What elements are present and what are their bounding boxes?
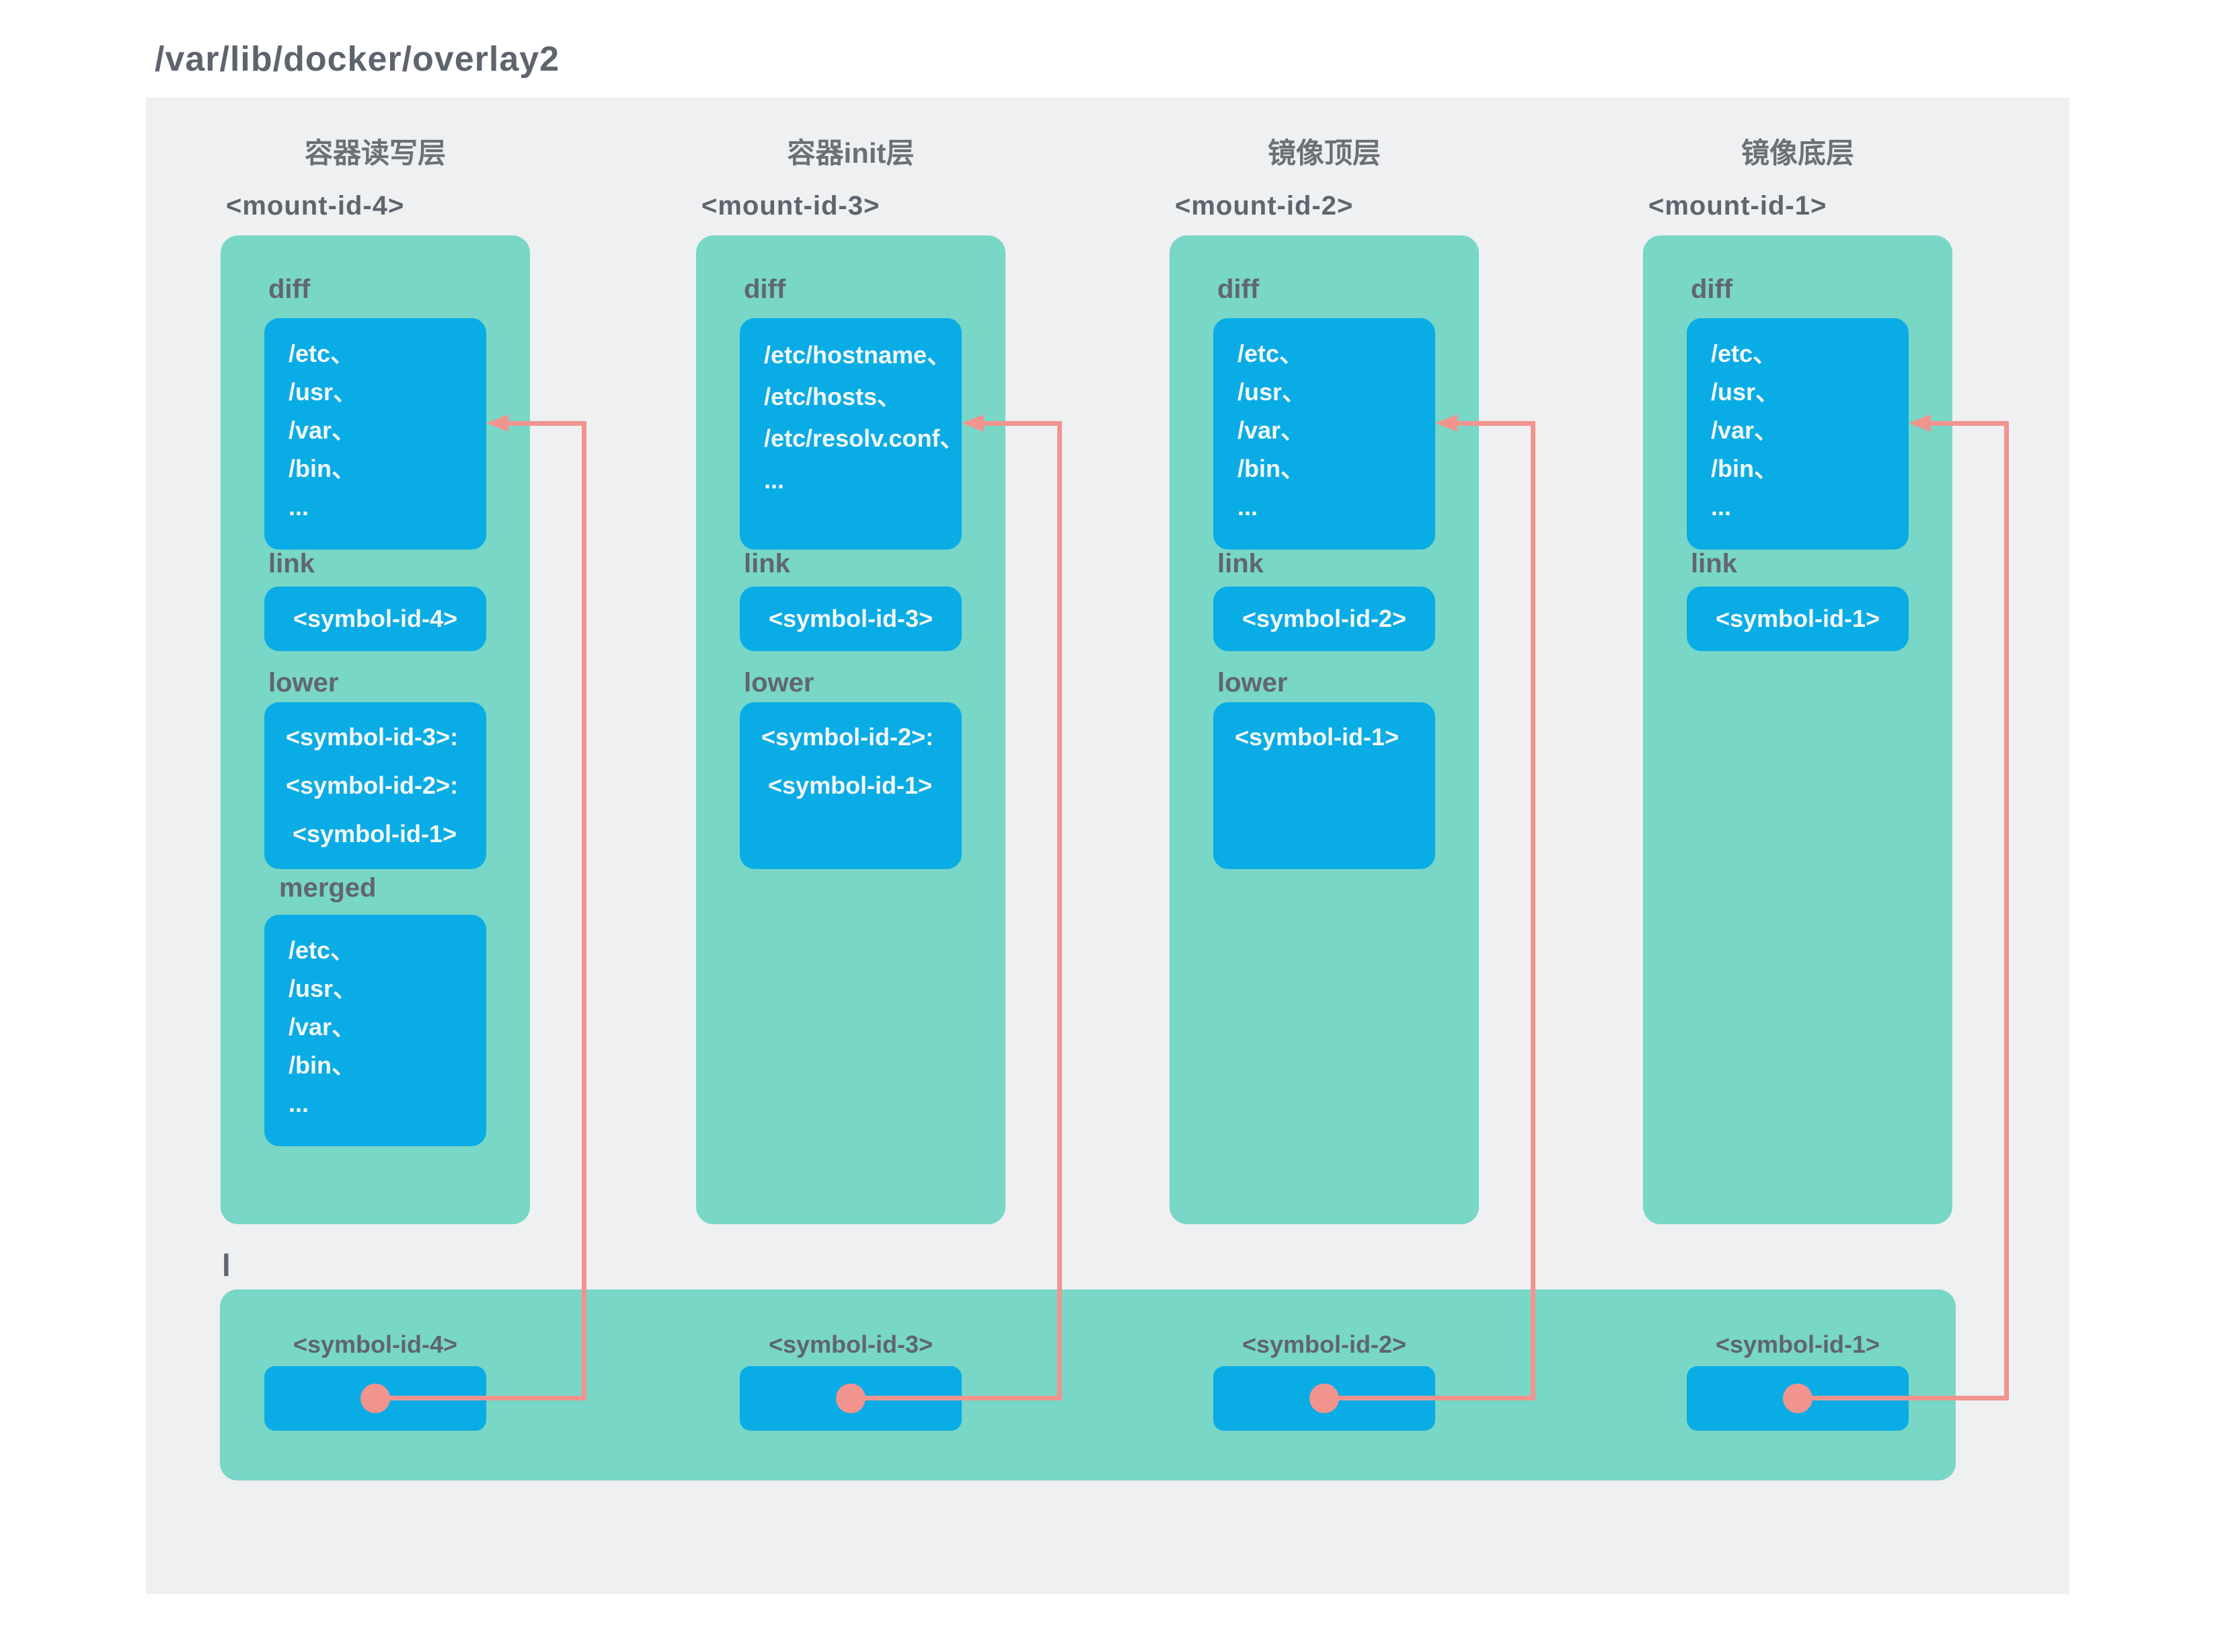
lower-entry: <symbol-id-1> xyxy=(286,820,457,848)
lower-section-label: lower xyxy=(268,668,339,698)
lower-entry: <symbol-id-2>: xyxy=(286,772,459,799)
connector-vertical-3 xyxy=(1057,421,1062,1400)
column-header-init-layer: 容器init层 xyxy=(787,137,915,169)
link-value: <symbol-id-4> xyxy=(293,605,458,632)
lower-entry: <symbol-id-1> xyxy=(761,772,933,799)
diff-entry: /usr、 xyxy=(289,378,358,406)
symlink-label: <symbol-id-2> xyxy=(1242,1330,1407,1358)
connector-top-4 xyxy=(506,421,586,426)
diff-entry: ... xyxy=(289,493,309,521)
connector-vertical-2 xyxy=(1531,421,1535,1400)
mount-id-label: <mount-id-2> xyxy=(1175,191,1354,221)
diff-entry: /usr、 xyxy=(1711,378,1780,406)
connector-bottom-4 xyxy=(375,1396,586,1400)
link-section-label: link xyxy=(268,549,315,578)
link-section-label: link xyxy=(1691,549,1737,578)
symlink-label: <symbol-id-3> xyxy=(768,1330,933,1358)
merged-entry: /bin、 xyxy=(289,1051,356,1079)
arrow-head-to-diff-1 xyxy=(1909,414,1931,432)
connector-vertical-4 xyxy=(582,421,586,1400)
connector-top-2 xyxy=(1455,421,1535,426)
layer-card-mount-id-2: diff /etc、 /usr、 /var、 /bin、 ... link <s… xyxy=(1170,235,1479,1224)
page-title: /var/lib/docker/overlay2 xyxy=(155,40,560,79)
diff-contents-box: /etc、 /usr、 /var、 /bin、 ... xyxy=(264,318,486,550)
connector-bottom-2 xyxy=(1324,1396,1535,1400)
lower-section-label: lower xyxy=(744,668,814,698)
lower-entry: <symbol-id-3>: xyxy=(286,723,459,751)
link-value: <symbol-id-2> xyxy=(1242,605,1407,632)
diff-section-label: diff xyxy=(1217,274,1260,304)
link-value-box: <symbol-id-3> xyxy=(740,587,962,651)
lower-contents-box: <symbol-id-3>: <symbol-id-2>: <symbol-id… xyxy=(264,702,486,869)
merged-section-label: merged xyxy=(279,873,377,903)
diff-entry: /bin、 xyxy=(289,455,356,482)
arrow-head-to-diff-2 xyxy=(1435,414,1457,432)
diff-entry: ... xyxy=(1711,493,1732,521)
diff-entry: /var、 xyxy=(1237,416,1305,444)
diff-entry: /etc/hostname、 xyxy=(764,341,952,369)
merged-entry: /etc、 xyxy=(289,936,355,964)
layer-card-mount-id-1: diff /etc、 /usr、 /var、 /bin、 ... link <s… xyxy=(1643,235,1952,1224)
diff-section-label: diff xyxy=(744,274,786,304)
diff-entry: /usr、 xyxy=(1237,378,1307,406)
lower-entry: <symbol-id-1> xyxy=(1235,723,1400,751)
diff-contents-box: /etc/hostname、 /etc/hosts、 /etc/resolv.c… xyxy=(740,318,964,550)
link-section-label: link xyxy=(744,549,790,578)
diff-entry: /etc、 xyxy=(289,340,355,367)
connector-top-1 xyxy=(1929,421,2008,426)
lower-contents-box: <symbol-id-2>: <symbol-id-1> xyxy=(740,702,962,869)
column-header-rw-layer: 容器读写层 xyxy=(304,137,446,169)
diff-entry: /etc/resolv.conf、 xyxy=(764,424,964,452)
link-value-box: <symbol-id-1> xyxy=(1687,587,1909,651)
link-section-label: link xyxy=(1217,549,1264,578)
connector-bottom-3 xyxy=(851,1396,1062,1400)
diff-section-label: diff xyxy=(1691,274,1733,304)
diff-entry: /bin、 xyxy=(1711,455,1778,482)
lower-section-label: lower xyxy=(1217,668,1288,698)
merged-contents-box: /etc、 /usr、 /var、 /bin、 ... xyxy=(264,915,486,1146)
symlink-label: <symbol-id-4> xyxy=(293,1330,458,1358)
diff-contents-box: /etc、 /usr、 /var、 /bin、 ... xyxy=(1213,318,1435,550)
column-header-image-top: 镜像顶层 xyxy=(1267,137,1381,169)
lower-entry: <symbol-id-2>: xyxy=(761,723,934,751)
diff-entry: ... xyxy=(764,466,785,494)
arrow-head-to-diff-4 xyxy=(486,414,508,432)
diff-entry: /var、 xyxy=(289,416,356,444)
diff-entry: /etc、 xyxy=(1711,340,1778,367)
lower-contents-box: <symbol-id-1> xyxy=(1213,702,1435,869)
mount-id-label: <mount-id-4> xyxy=(226,191,405,221)
link-value: <symbol-id-3> xyxy=(768,605,933,632)
column-header-image-base: 镜像底层 xyxy=(1741,137,1854,169)
diff-section-label: diff xyxy=(268,274,311,304)
l-directory-label: l xyxy=(222,1248,231,1283)
link-value-box: <symbol-id-4> xyxy=(264,587,486,651)
merged-entry: /var、 xyxy=(289,1013,356,1041)
merged-entry: ... xyxy=(289,1090,309,1117)
layer-card-mount-id-3: diff /etc/hostname、 /etc/hosts、 /etc/res… xyxy=(696,235,1005,1224)
diff-entry: ... xyxy=(1237,493,1258,521)
connector-top-3 xyxy=(982,421,1061,426)
merged-entry: /usr、 xyxy=(289,975,358,1002)
link-value-box: <symbol-id-2> xyxy=(1213,587,1435,651)
link-value: <symbol-id-1> xyxy=(1715,605,1880,632)
diff-contents-box: /etc、 /usr、 /var、 /bin、 ... xyxy=(1687,318,1909,550)
mount-id-label: <mount-id-1> xyxy=(1648,191,1827,221)
mount-id-label: <mount-id-3> xyxy=(701,191,880,221)
diff-entry: /bin、 xyxy=(1237,455,1305,482)
diff-entry: /etc、 xyxy=(1237,340,1304,367)
connector-vertical-1 xyxy=(2004,421,2009,1400)
l-directory-band xyxy=(220,1289,1956,1480)
diff-entry: /etc/hosts、 xyxy=(764,383,902,410)
layer-card-mount-id-4: diff /etc、 /usr、 /var、 /bin、 ... link <s… xyxy=(221,235,530,1224)
symlink-label: <symbol-id-1> xyxy=(1715,1330,1880,1358)
connector-bottom-1 xyxy=(1798,1396,2009,1400)
diff-entry: /var、 xyxy=(1711,416,1779,444)
arrow-head-to-diff-3 xyxy=(962,414,984,432)
